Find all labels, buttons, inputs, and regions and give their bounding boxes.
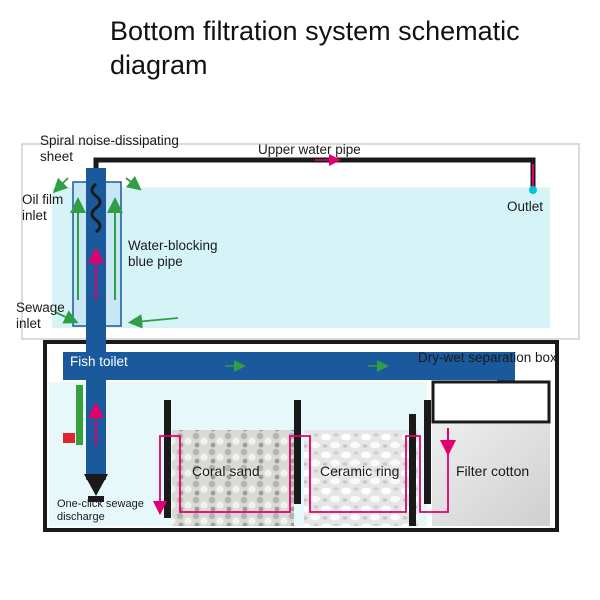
label-coral-sand: Coral sand (192, 463, 260, 479)
upper-tank-water (52, 188, 550, 328)
label-filter-cotton: Filter cotton (456, 463, 530, 479)
label-sewage-inlet: Sewage inlet (16, 300, 65, 331)
outlet-drop-icon (529, 186, 537, 194)
baffle-1 (164, 400, 171, 518)
diagram-title: Bottom filtration system schematic diagr… (110, 16, 520, 80)
water-level-gauge (76, 385, 83, 445)
label-spiral-sheet: Spiral noise-dissipating sheet (40, 133, 179, 164)
oil-film-inlet-arrow (52, 177, 69, 194)
sewage-inlet-arrow (54, 310, 79, 324)
label-upper-water-pipe: Upper water pipe (258, 142, 361, 157)
spiral-sheet-icon (90, 182, 102, 234)
label-fish-toilet: Fish toilet (70, 354, 128, 369)
label-one-click-discharge: One-click sewage discharge (57, 498, 144, 523)
label-oil-film-inlet: Oil film inlet (22, 192, 64, 223)
drain-valve-icon (63, 433, 75, 443)
baffle-2 (294, 400, 301, 504)
baffle-3 (409, 414, 416, 526)
label-ceramic-ring: Ceramic ring (320, 463, 400, 479)
coral-sand-media (172, 430, 294, 526)
one-click-discharge-icon (84, 474, 108, 496)
filter-flow-path (152, 430, 449, 516)
dry-wet-box (431, 380, 551, 424)
label-dry-wet-box: Dry-wet separation box (418, 350, 557, 365)
fish-toilet-pipe (63, 352, 515, 380)
label-water-blocking-pipe: Water-blocking blue pipe (128, 238, 218, 269)
baffle-4 (424, 400, 431, 504)
label-outlet: Outlet (507, 199, 544, 214)
ceramic-ring-media (304, 430, 418, 526)
